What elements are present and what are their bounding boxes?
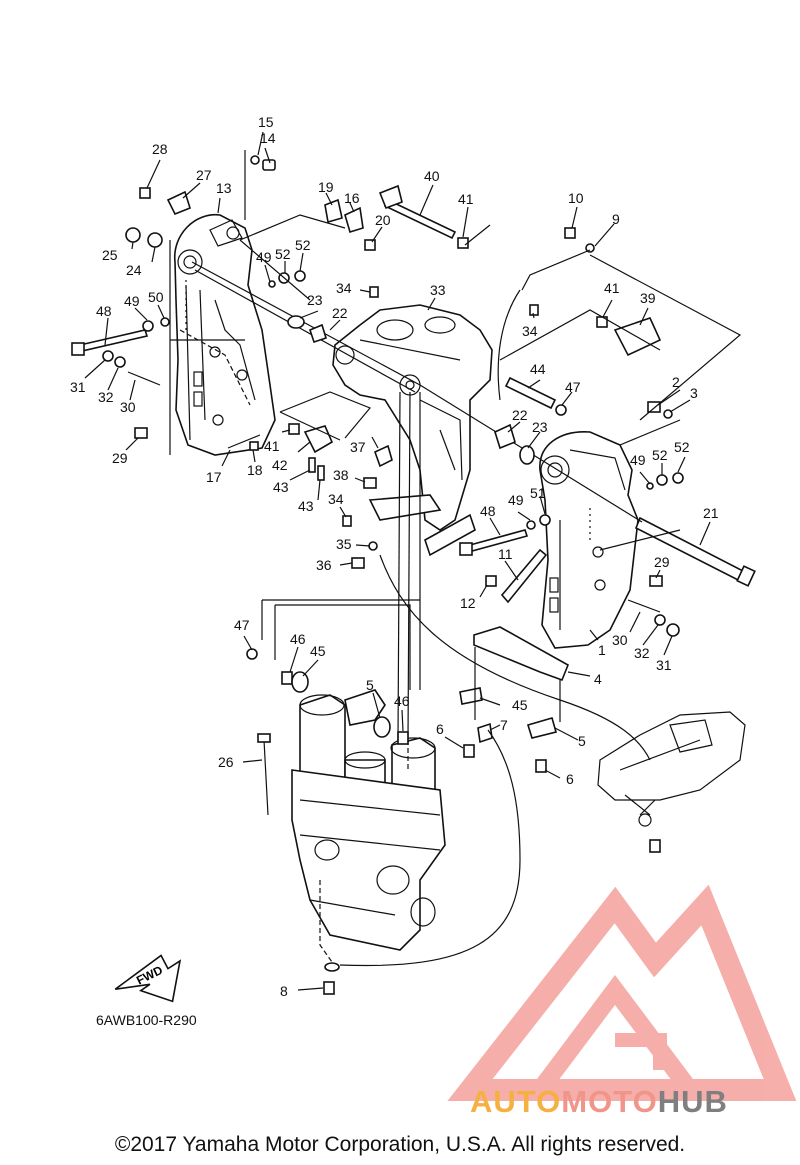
part-label-52: 52 (652, 447, 668, 463)
part-label-6: 6 (566, 771, 574, 787)
part-label-9: 9 (612, 211, 620, 227)
right-clamp-bracket (539, 431, 639, 649)
part-label-23: 23 (307, 292, 323, 308)
part-label-35: 35 (336, 536, 352, 552)
part-label-48: 48 (480, 503, 496, 519)
part-label-30: 30 (612, 632, 628, 648)
part-label-40: 40 (424, 168, 440, 184)
part-label-47: 47 (565, 379, 581, 395)
part-label-49: 49 (508, 492, 524, 508)
part-label-46: 46 (394, 693, 410, 709)
part-label-34: 34 (522, 323, 538, 339)
swivel-bracket (332, 304, 493, 557)
part-label-31: 31 (656, 657, 672, 673)
part-label-16: 16 (344, 190, 360, 206)
part-label-7: 7 (500, 717, 508, 733)
part-label-49: 49 (256, 249, 272, 265)
part-label-41: 41 (264, 438, 280, 454)
part-label-43: 43 (273, 479, 289, 495)
part-label-45: 45 (310, 643, 326, 659)
part-label-20: 20 (375, 212, 391, 228)
part-label-4: 4 (594, 671, 602, 687)
part-label-22: 22 (332, 305, 348, 321)
part-label-21: 21 (703, 505, 719, 521)
watermark-logo-icon (447, 884, 797, 1101)
part-label-22: 22 (512, 407, 528, 423)
part-label-41: 41 (458, 191, 474, 207)
part-label-47: 47 (234, 617, 250, 633)
part-label-34: 34 (336, 280, 352, 296)
leader-lines (84, 131, 742, 991)
part-label-11: 11 (498, 546, 513, 562)
part-label-6: 6 (436, 721, 444, 737)
watermark-text-hub: HUB (658, 1084, 728, 1119)
part-label-36: 36 (316, 557, 332, 573)
part-label-30: 30 (120, 399, 136, 415)
dashed-lines (179, 329, 409, 963)
part-label-26: 26 (218, 754, 234, 770)
part-label-49: 49 (630, 452, 646, 468)
part-label-43: 43 (298, 498, 314, 514)
copyright-text: ©2017 Yamaha Motor Corporation, U.S.A. A… (115, 1133, 685, 1156)
part-label-32: 32 (634, 645, 650, 661)
fwd-arrow-icon (114, 954, 182, 1003)
part-label-8: 8 (280, 983, 288, 999)
part-label-23: 23 (532, 419, 548, 435)
part-label-18: 18 (247, 462, 263, 478)
watermark-text-moto: MOTO (561, 1084, 657, 1119)
part-label-24: 24 (126, 262, 142, 278)
part-label-10: 10 (568, 190, 584, 206)
part-label-17: 17 (206, 469, 222, 485)
part-label-3: 3 (690, 385, 698, 401)
part-label-52: 52 (295, 237, 311, 253)
part-label-38: 38 (333, 467, 349, 483)
part-label-51: 51 (530, 485, 546, 501)
part-label-13: 13 (216, 180, 232, 196)
watermark-text-auto: AUTO (470, 1084, 561, 1119)
part-label-34: 34 (328, 491, 344, 507)
part-label-12: 12 (460, 595, 476, 611)
part-label-5: 5 (578, 733, 586, 749)
part-label-5: 5 (366, 677, 374, 693)
part-label-1: 1 (598, 642, 606, 658)
diagram-code: 6AWB100-R290 (96, 1012, 197, 1028)
left-clamp-bracket (174, 214, 276, 456)
part-label-25: 25 (102, 247, 118, 263)
part-label-46: 46 (290, 631, 306, 647)
part-label-29: 29 (112, 450, 128, 466)
part-label-31: 31 (70, 379, 86, 395)
part-label-52: 52 (275, 246, 291, 262)
part-label-29: 29 (654, 554, 670, 570)
part-label-49: 49 (124, 293, 140, 309)
part-label-39: 39 (640, 290, 656, 306)
power-trim-tilt-unit (291, 689, 446, 951)
part-label-14: 14 (260, 130, 276, 146)
part-label-52: 52 (674, 439, 690, 455)
part-label-45: 45 (512, 697, 528, 713)
part-label-28: 28 (152, 141, 168, 157)
part-label-27: 27 (196, 167, 212, 183)
part-label-42: 42 (272, 457, 288, 473)
part-label-15: 15 (258, 114, 274, 130)
part-label-48: 48 (96, 303, 112, 319)
watermark-text: AUTOMOTOHUB (470, 1084, 728, 1119)
part-label-41: 41 (604, 280, 620, 296)
part-label-32: 32 (98, 389, 114, 405)
part-label-44: 44 (530, 361, 546, 377)
part-label-50: 50 (148, 289, 164, 305)
part-label-37: 37 (350, 439, 366, 455)
part-label-19: 19 (318, 179, 334, 195)
engine-lower-part (597, 711, 746, 827)
part-label-33: 33 (430, 282, 446, 298)
part-label-2: 2 (672, 374, 680, 390)
